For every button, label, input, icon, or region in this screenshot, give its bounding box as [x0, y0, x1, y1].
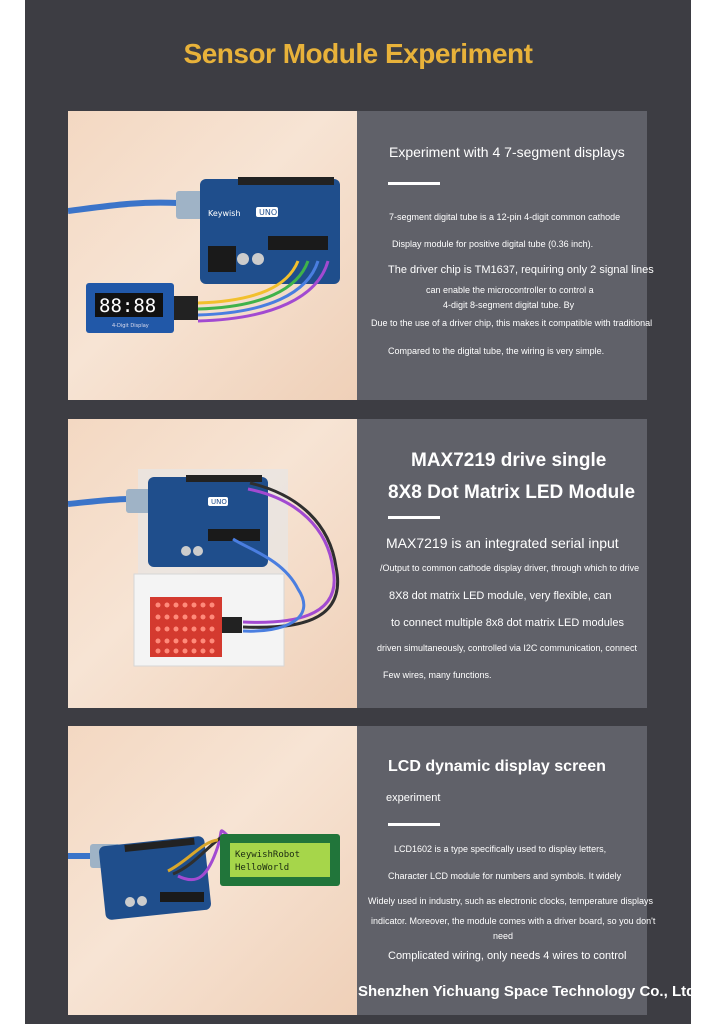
text-panel-lcd: LCD dynamic display screen experiment LC… [357, 726, 655, 1015]
card-lcd: KeywishRobot HelloWorld LCD dynamic disp… [68, 726, 655, 1015]
page-title: Sensor Module Experiment [183, 38, 533, 69]
section-heading: MAX7219 drive single [411, 450, 607, 471]
card-7segment: Keywish UNO 88:88 4-Digit Display Experi… [68, 111, 654, 400]
text-panel-max7219: MAX7219 drive single 8X8 Dot Matrix LED … [357, 419, 647, 708]
svg-text:UNO: UNO [211, 498, 227, 506]
arduino-7segment-illustration: Keywish UNO 88:88 4-Digit Display [68, 177, 340, 333]
section-heading: Experiment with 4 7-segment displays [389, 144, 625, 160]
heading-divider [388, 516, 440, 519]
arduino-matrix-illustration: UNO [68, 469, 340, 667]
lcd-line1: KeywishRobot [235, 850, 300, 860]
photo-max7219: UNO [68, 419, 357, 708]
photo-7segment: Keywish UNO 88:88 4-Digit Display [68, 111, 357, 400]
arduino-lcd-illustration: KeywishRobot HelloWorld [68, 829, 340, 920]
photo-lcd: KeywishRobot HelloWorld [68, 726, 357, 1015]
heading-divider [388, 823, 440, 826]
board-label: UNO [259, 208, 277, 217]
card-max7219: UNO MAX7219 drive single 8X8 Dot Matrix … [68, 419, 647, 708]
svg-text:4-Digit Display: 4-Digit Display [112, 323, 149, 329]
company-footer: Shenzhen Yichuang Space Technology Co., … [358, 983, 700, 1000]
svg-text:Keywish: Keywish [208, 209, 241, 218]
text-panel-7segment: Experiment with 4 7-segment displays 7-s… [357, 111, 654, 400]
section-heading: 8X8 Dot Matrix LED Module [388, 482, 636, 503]
section-heading: LCD dynamic display screen [388, 758, 606, 775]
heading-divider [388, 182, 440, 185]
segment-display-text: 88:88 [99, 295, 156, 317]
section-heading: experiment [386, 792, 441, 804]
lcd-line2: HelloWorld [235, 863, 289, 873]
